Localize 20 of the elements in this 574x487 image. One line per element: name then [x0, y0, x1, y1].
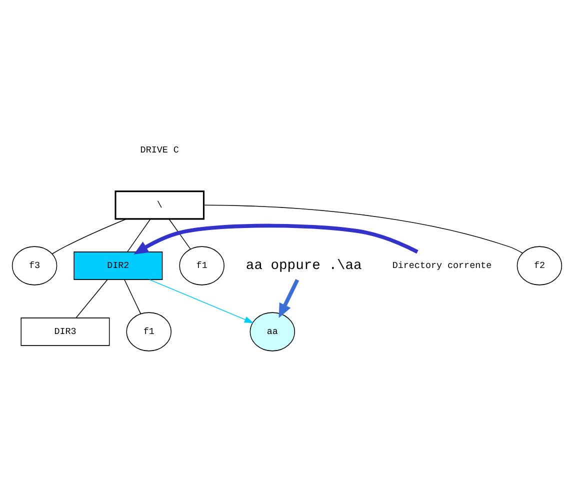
- node-ellipse: aa: [250, 312, 296, 352]
- node-ellipse: f1: [126, 312, 172, 352]
- node-ellipse: f3: [12, 246, 58, 286]
- connector: [52, 218, 127, 254]
- arrow: [149, 279, 254, 324]
- label: DRIVE C: [140, 144, 179, 156]
- connector: [76, 280, 108, 318]
- node-text: Directory corrente: [392, 260, 492, 272]
- connector: [204, 204, 523, 254]
- node-ellipse: f1: [179, 246, 224, 286]
- node-text: aa oppure .\aa: [246, 259, 362, 274]
- connector: [168, 218, 191, 250]
- node-box: DIR3: [20, 318, 110, 346]
- arrow: [134, 224, 418, 254]
- node-ellipse: f2: [516, 246, 562, 286]
- connector: [124, 280, 142, 314]
- node-box: DIR2: [74, 252, 163, 280]
- arrow: [278, 279, 300, 318]
- connector: [126, 218, 151, 252]
- node-box: \: [114, 190, 204, 220]
